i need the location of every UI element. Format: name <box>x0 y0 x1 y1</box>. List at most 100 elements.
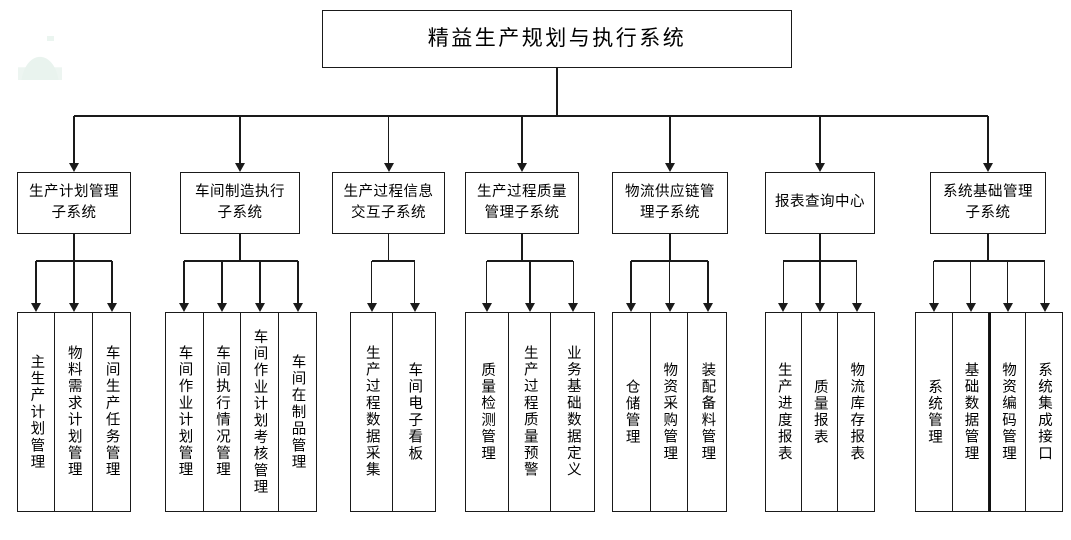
l3-drop-line-logistics-scm-2 <box>707 261 709 303</box>
l3-arrow-icon-report-center-0 <box>778 303 789 312</box>
l3-node-label: 车间作业计划考核管理 <box>251 328 268 496</box>
l3-node-box[interactable]: 系统管理 <box>916 313 953 511</box>
l3-node-box[interactable]: 仓储管理 <box>613 313 651 511</box>
l3-drop-line-shopfloor-exec-3 <box>297 261 299 303</box>
l2-node-label-prod-plan: 生产计划管理子系统 <box>29 183 119 221</box>
l3-node-box[interactable]: 物资采购管理 <box>651 313 689 511</box>
l3-node-box[interactable]: 车间执行情况管理 <box>204 313 241 511</box>
l3-drop-line-process-quality-2 <box>572 261 575 303</box>
l3-node-box[interactable]: 车间作业计划管理 <box>166 313 204 511</box>
l3-node-box[interactable]: 物流库存报表 <box>838 313 874 511</box>
l3-arrow-icon-logistics-scm-0 <box>626 303 637 312</box>
l3-group-shopfloor-exec: 车间作业计划管理车间执行情况管理 车间作业计划考核管理 车间在制品管理 <box>165 312 317 512</box>
root-node-label: 精益生产规划与执行系统 <box>427 26 687 50</box>
l3-drop-line-system-base-0 <box>932 261 935 303</box>
l3-node-label: 生产过程质量预警 <box>521 345 538 479</box>
l3-node-label: 物料需求计划管理 <box>65 345 82 479</box>
l2-arrow-icon-shopfloor-exec <box>235 163 245 172</box>
l2-drop-line-prod-plan <box>73 116 75 163</box>
l2-node-box-prod-plan[interactable]: 生产计划管理子系统 <box>17 172 131 234</box>
root-node-box[interactable]: 精益生产规划与执行系统 <box>322 10 792 68</box>
l3-bus-line-prod-plan <box>36 260 112 262</box>
root-bus-line <box>74 115 988 117</box>
l3-node-label: 系统管理 <box>926 378 942 446</box>
l3-node-label: 生产进度报表 <box>775 361 792 463</box>
l3-node-box[interactable]: 车间生产任务管理 <box>93 313 130 511</box>
l3-drop-line-prod-plan-2 <box>111 261 113 303</box>
l3-node-label: 物资编码管理 <box>1000 361 1017 463</box>
l3-node-box[interactable]: 车间在制品管理 <box>279 313 316 511</box>
l3-node-box[interactable]: 车间电子看板 <box>393 313 435 511</box>
l3-node-box[interactable]: 物资编码管理 <box>989 313 1026 511</box>
l2-node-box-shopfloor-exec[interactable]: 车间制造执行子系统 <box>180 172 300 234</box>
l2-node-box-logistics-scm[interactable]: 物流供应链管理子系统 <box>612 172 728 234</box>
l3-drop-line-report-center-1 <box>819 261 821 303</box>
l3-node-label: 车间执行情况管理 <box>214 345 230 479</box>
l3-node-label: 物资采购管理 <box>661 361 678 463</box>
l3-arrow-icon-process-info-1 <box>409 303 420 312</box>
l3-group-process-info: 生产过程数据采集车间电子看板 <box>350 312 436 512</box>
l3-node-label: 质量报表 <box>811 378 828 446</box>
l2-node-box-process-quality[interactable]: 生产过程质量管理子系统 <box>465 172 579 234</box>
l3-group-system-base: 系统管理基础数据管理物资编码管理 系统集成接口 <box>915 312 1063 512</box>
l3-arrow-icon-prod-plan-2 <box>107 303 117 312</box>
l2-arrow-icon-process-quality <box>517 163 527 172</box>
l3-drop-line-report-center-0 <box>782 261 785 303</box>
l3-drop-line-process-info-0 <box>370 261 373 303</box>
l3-node-box[interactable]: 物料需求计划管理 <box>55 313 93 511</box>
l3-arrow-icon-system-base-3 <box>1039 303 1050 312</box>
l3-node-box[interactable]: 质量报表 <box>802 313 838 511</box>
l2-drop-line-system-base <box>987 116 989 163</box>
l3-drop-line-prod-plan-0 <box>35 261 37 303</box>
l3-node-box[interactable]: 业务基础数据定义 <box>551 313 594 511</box>
l3-node-box[interactable]: 生产过程质量预警 <box>509 313 552 511</box>
l2-node-box-system-base[interactable]: 系统基础管理子系统 <box>930 172 1046 234</box>
l3-node-box[interactable]: 质量检测管理 <box>466 313 509 511</box>
l3-group-logistics-scm: 仓储管理物资采购管理装配备料管理 <box>612 312 727 512</box>
l3-node-label: 车间生产任务管理 <box>103 345 120 479</box>
l3-bus-line-process-info <box>371 260 415 262</box>
l3-group-report-center: 生产进度报表 质量报表物流库存报表 <box>765 312 875 512</box>
l3-arrow-icon-shopfloor-exec-0 <box>179 303 189 312</box>
l2-drop-line-shopfloor-exec <box>239 116 241 163</box>
l3-node-box[interactable]: 生产进度报表 <box>766 313 802 511</box>
l2-node-box-process-info[interactable]: 生产过程信息交互子系统 <box>332 172 445 234</box>
l3-arrow-icon-prod-plan-0 <box>31 303 41 312</box>
l2-drop-line-report-center <box>819 116 821 163</box>
l3-stem-line-logistics-scm <box>669 234 671 261</box>
l3-node-label: 系统集成接口 <box>1036 361 1053 463</box>
l3-node-box[interactable]: 生产过程数据采集 <box>351 313 394 511</box>
l3-node-box[interactable]: 基础数据管理 <box>953 313 989 511</box>
l3-arrow-icon-logistics-scm-1 <box>664 303 675 312</box>
l2-node-label-process-quality: 生产过程质量管理子系统 <box>477 183 567 221</box>
l3-bus-line-process-quality <box>486 260 574 262</box>
l2-drop-line-process-info <box>387 116 390 163</box>
l3-drop-line-shopfloor-exec-2 <box>259 261 261 303</box>
l3-drop-line-process-quality-1 <box>529 261 531 303</box>
l2-arrow-icon-prod-plan <box>69 163 79 172</box>
l3-arrow-icon-system-base-1 <box>965 303 976 312</box>
root-stem-line <box>556 68 558 116</box>
l3-node-box[interactable]: 主生产计划管理 <box>18 313 56 511</box>
l3-stem-line-process-quality <box>521 234 523 261</box>
l2-arrow-icon-report-center <box>815 163 825 172</box>
l3-node-label: 主生产计划管理 <box>28 353 45 471</box>
l2-node-box-report-center[interactable]: 报表查询中心 <box>765 172 875 234</box>
l3-node-box[interactable]: 车间作业计划考核管理 <box>241 313 279 511</box>
l2-node-label-system-base: 系统基础管理子系统 <box>943 183 1033 221</box>
l3-group-prod-plan: 主生产计划管理 物料需求计划管理 车间生产任务管理 <box>17 312 131 512</box>
l3-node-label: 车间电子看板 <box>406 361 423 463</box>
l3-node-label: 车间在制品管理 <box>289 353 306 471</box>
l3-drop-line-system-base-3 <box>1043 261 1046 303</box>
l2-drop-line-process-quality <box>521 116 523 163</box>
l3-arrow-icon-process-quality-0 <box>481 303 492 312</box>
l3-node-box[interactable]: 系统集成接口 <box>1026 313 1062 511</box>
l3-drop-line-system-base-2 <box>1006 261 1009 303</box>
l3-arrow-icon-process-quality-1 <box>525 303 535 312</box>
l3-arrow-icon-system-base-2 <box>1002 303 1013 312</box>
l3-arrow-icon-process-info-0 <box>366 303 377 312</box>
l3-stem-line-report-center <box>819 234 821 261</box>
l3-node-box[interactable]: 装配备料管理 <box>688 313 726 511</box>
l2-node-label-process-info: 生产过程信息交互子系统 <box>343 183 434 221</box>
